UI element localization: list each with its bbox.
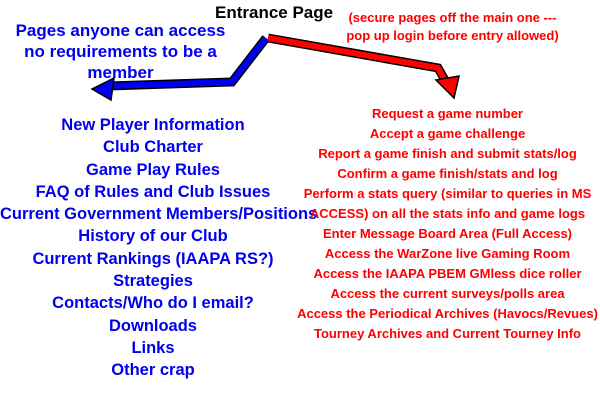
public-page-item: Links xyxy=(131,338,175,357)
secure-pages-list: Request a game number Accept a game chal… xyxy=(295,104,600,344)
secure-page-item: Request a game number xyxy=(372,106,523,121)
secure-page-item: Confirm a game finish/stats and log xyxy=(337,166,558,181)
public-page-item: FAQ of Rules and Club Issues xyxy=(35,182,271,201)
public-arrow-head xyxy=(90,76,115,102)
secure-page-item: Accept a game challenge xyxy=(369,126,526,141)
secure-page-item: ACCESS) on all the stats info and game l… xyxy=(309,206,586,221)
secure-page-item: Enter Message Board Area (Full Access) xyxy=(322,226,572,241)
secure-page-item: Access the Periodical Archives (Havocs/R… xyxy=(297,306,598,321)
public-page-item: Strategies xyxy=(113,272,193,291)
public-page-item: Club Charter xyxy=(103,138,203,157)
secure-arrow xyxy=(267,33,460,100)
public-page-item: Downloads xyxy=(108,316,197,335)
public-page-item: Current Rankings (IAAPA RS?) xyxy=(32,249,274,268)
secure-pages-note: (secure pages off the main one --- pop u… xyxy=(346,10,559,43)
public-pages-note: Pages anyone can access no requirements … xyxy=(15,21,226,82)
public-page-item: Current Government Members/Positions xyxy=(0,205,318,224)
public-pages-list: New Player Information Club Charter Game… xyxy=(0,114,318,382)
secure-page-item: Access the WarZone live Gaming Room xyxy=(324,246,571,261)
secure-page-item: Report a game finish and submit stats/lo… xyxy=(318,146,577,161)
secure-page-item: Access the IAAPA PBEM GMless dice roller xyxy=(313,266,582,281)
public-page-item: Game Play Rules xyxy=(86,160,220,179)
public-page-item: History of our Club xyxy=(78,227,228,246)
public-page-item: Contacts/Who do I email? xyxy=(52,294,254,313)
public-page-item: New Player Information xyxy=(61,116,245,134)
public-arrow xyxy=(90,35,270,102)
public-page-item: Other crap xyxy=(111,361,195,380)
secure-page-item: Access the current surveys/polls area xyxy=(330,286,565,301)
secure-page-item: Perform a stats query (similar to querie… xyxy=(303,186,592,201)
secure-page-item: Tourney Archives and Current Tourney Inf… xyxy=(313,326,581,341)
entrance-page-title: Entrance Page xyxy=(215,3,334,22)
secure-arrow-head xyxy=(434,75,460,100)
